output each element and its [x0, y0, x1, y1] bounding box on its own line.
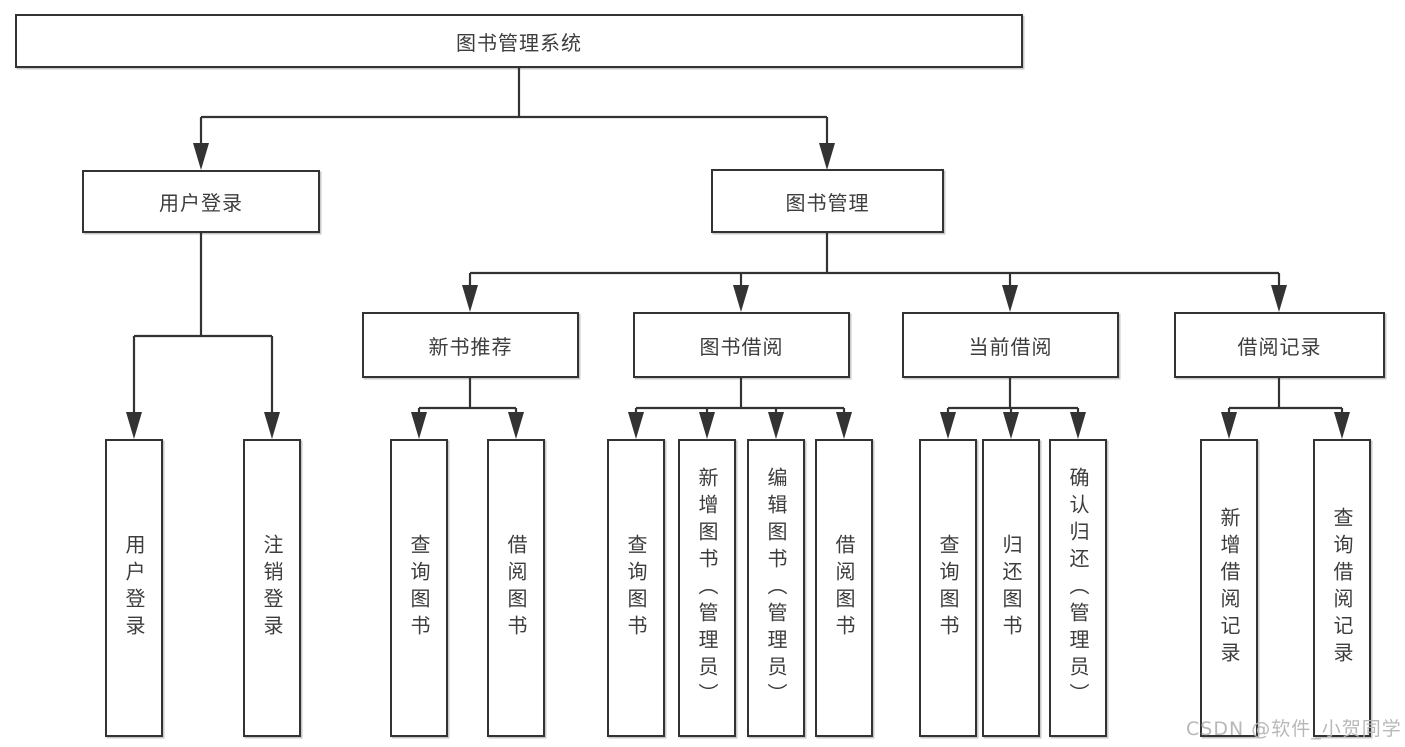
arrow-icon — [126, 412, 142, 439]
leaf-query-books-current: 查询图书 — [919, 439, 977, 737]
leaf-label: 查询图书 — [936, 534, 960, 642]
arrow-icon — [628, 412, 644, 439]
arrow-icon — [768, 412, 784, 439]
leaf-query-books-borrowing: 查询图书 — [607, 439, 665, 737]
node-root-title: 图书管理系统 — [15, 14, 1023, 68]
leaf-label: 查询借阅记录 — [1330, 507, 1354, 669]
leaf-query-books-recommend: 查询图书 — [390, 439, 448, 737]
arrow-icon — [699, 412, 715, 439]
leaf-label: 查询图书 — [407, 534, 431, 642]
arrow-icon — [819, 143, 835, 170]
arrow-icon — [733, 285, 749, 312]
leaf-borrow-books-borrowing: 借阅图书 — [815, 439, 873, 737]
arrow-icon — [1221, 412, 1237, 439]
node-label: 当前借阅 — [968, 334, 1053, 359]
node-user-login: 用户登录 — [82, 170, 320, 233]
leaf-confirm-return-admin: 确认归还（管理员） — [1049, 439, 1107, 737]
arrow-icon — [411, 412, 427, 439]
arrow-icon — [940, 412, 956, 439]
arrow-icon — [508, 412, 524, 439]
arrow-icon — [193, 143, 209, 170]
node-borrowing-records: 借阅记录 — [1174, 312, 1385, 378]
leaf-label: 借阅图书 — [504, 534, 528, 642]
node-label: 借阅记录 — [1237, 334, 1322, 359]
leaf-add-book-admin: 新增图书（管理员） — [678, 439, 736, 737]
arrow-icon — [836, 412, 852, 439]
node-label: 图书管理 — [785, 190, 870, 215]
node-book-management: 图书管理 — [711, 169, 944, 233]
leaf-label: 确认归还（管理员） — [1066, 466, 1090, 710]
leaf-user-login: 用户登录 — [105, 439, 163, 737]
arrow-icon — [1271, 285, 1287, 312]
leaf-label: 新增借阅记录 — [1217, 507, 1241, 669]
leaf-add-borrow-record: 新增借阅记录 — [1200, 439, 1258, 737]
leaf-label: 编辑图书（管理员） — [764, 466, 788, 710]
leaf-label: 注销登录 — [260, 534, 284, 642]
leaf-return-book: 归还图书 — [982, 439, 1040, 737]
leaf-label: 归还图书 — [999, 534, 1023, 642]
arrow-icon — [1334, 412, 1350, 439]
node-label: 新书推荐 — [428, 334, 513, 359]
arrow-icon — [462, 285, 478, 312]
leaf-label: 借阅图书 — [832, 534, 856, 642]
leaf-logout: 注销登录 — [243, 439, 301, 737]
arrow-icon — [1003, 412, 1019, 439]
arrow-icon — [1002, 285, 1018, 312]
node-label: 图书管理系统 — [456, 30, 582, 55]
arrowheads — [126, 143, 1350, 439]
leaf-edit-book-admin: 编辑图书（管理员） — [747, 439, 805, 737]
node-new-book-recommend: 新书推荐 — [362, 312, 579, 378]
node-label: 图书借阅 — [699, 334, 784, 359]
arrow-icon — [264, 412, 280, 439]
leaf-query-borrow-record: 查询借阅记录 — [1313, 439, 1371, 737]
arrow-icon — [1070, 412, 1086, 439]
leaf-borrow-books-recommend: 借阅图书 — [487, 439, 545, 737]
leaf-label: 查询图书 — [624, 534, 648, 642]
node-current-borrowing: 当前借阅 — [902, 312, 1119, 378]
leaf-label: 新增图书（管理员） — [695, 466, 719, 710]
node-label: 用户登录 — [159, 191, 243, 215]
leaf-label: 用户登录 — [122, 534, 146, 642]
csdn-watermark: CSDN @软件_小贺同学 — [1186, 718, 1402, 740]
node-book-borrowing: 图书借阅 — [633, 312, 850, 378]
